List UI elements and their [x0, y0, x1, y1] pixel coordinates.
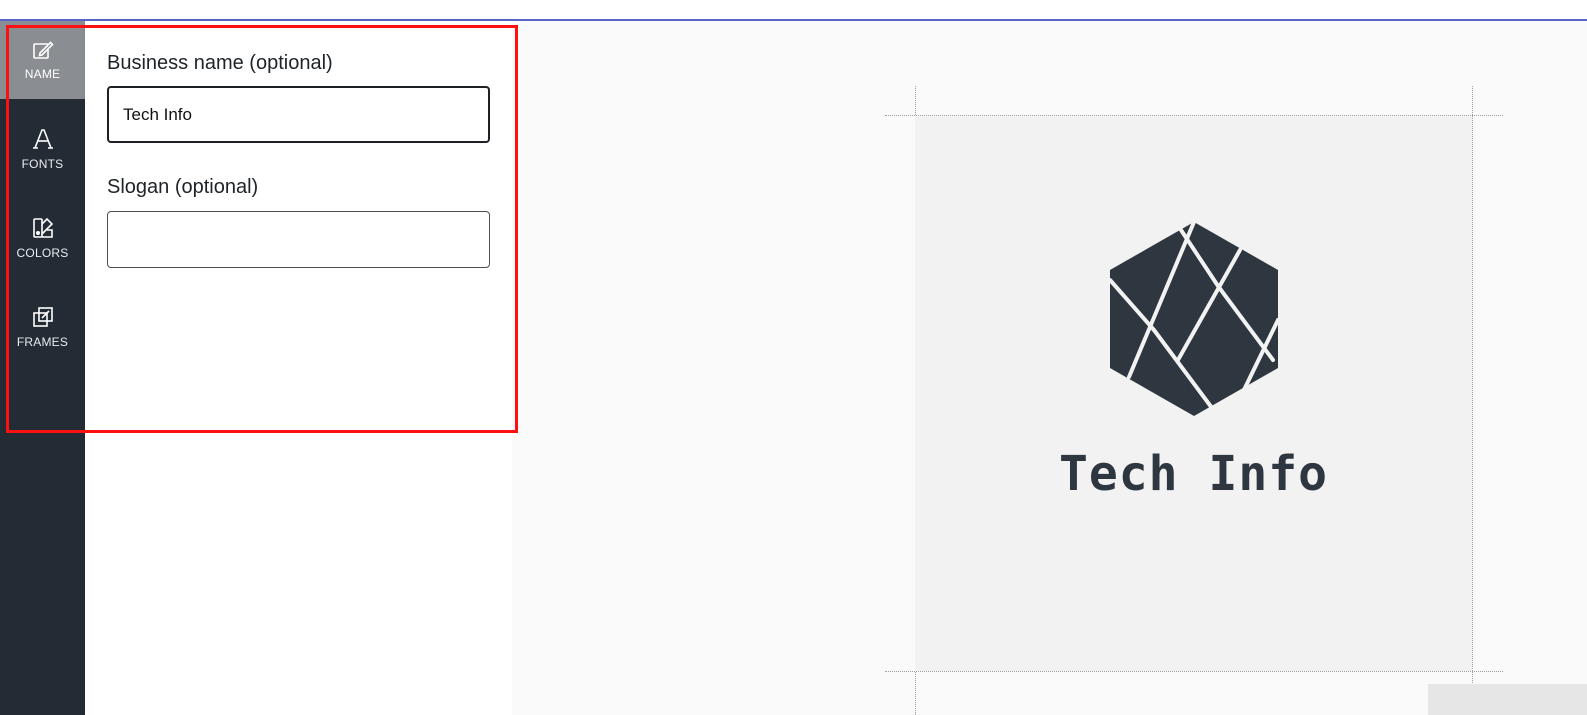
- rail-item-label: FRAMES: [16, 335, 69, 349]
- logo-business-name[interactable]: Tech Info: [1058, 446, 1329, 502]
- edit-icon: [32, 39, 54, 61]
- business-name-input[interactable]: [107, 86, 490, 143]
- rail-item-name[interactable]: NAME: [0, 21, 85, 99]
- font-icon: [31, 127, 55, 151]
- business-name-label: Business name (optional): [107, 52, 333, 74]
- tool-rail: NAME FONTS COLORS: [0, 21, 85, 715]
- logo-preview-canvas: Tech Info: [512, 21, 1587, 715]
- rail-item-label: FONTS: [21, 157, 64, 171]
- logo-editor: NAME FONTS COLORS: [0, 21, 1587, 715]
- rail-item-colors[interactable]: COLORS: [0, 199, 85, 277]
- slogan-label: Slogan (optional): [107, 176, 259, 198]
- guide-line-top: [885, 115, 1503, 116]
- rail-item-label: NAME: [24, 67, 61, 81]
- top-accent-line: [0, 19, 1587, 21]
- name-panel: Business name (optional) Slogan (optiona…: [85, 21, 512, 715]
- rail-item-label: COLORS: [16, 246, 69, 260]
- rail-item-frames[interactable]: FRAMES: [0, 288, 85, 366]
- logo-artboard[interactable]: Tech Info: [915, 116, 1472, 671]
- rail-item-fonts[interactable]: FONTS: [0, 110, 85, 188]
- palette-icon: [31, 216, 55, 240]
- slogan-input[interactable]: [107, 211, 490, 268]
- preview-corner-panel: [1428, 684, 1587, 715]
- guide-line-bottom: [885, 671, 1503, 672]
- guide-line-right: [1472, 86, 1473, 715]
- hexagon-logo-icon: [1108, 220, 1280, 423]
- frames-icon: [31, 305, 55, 329]
